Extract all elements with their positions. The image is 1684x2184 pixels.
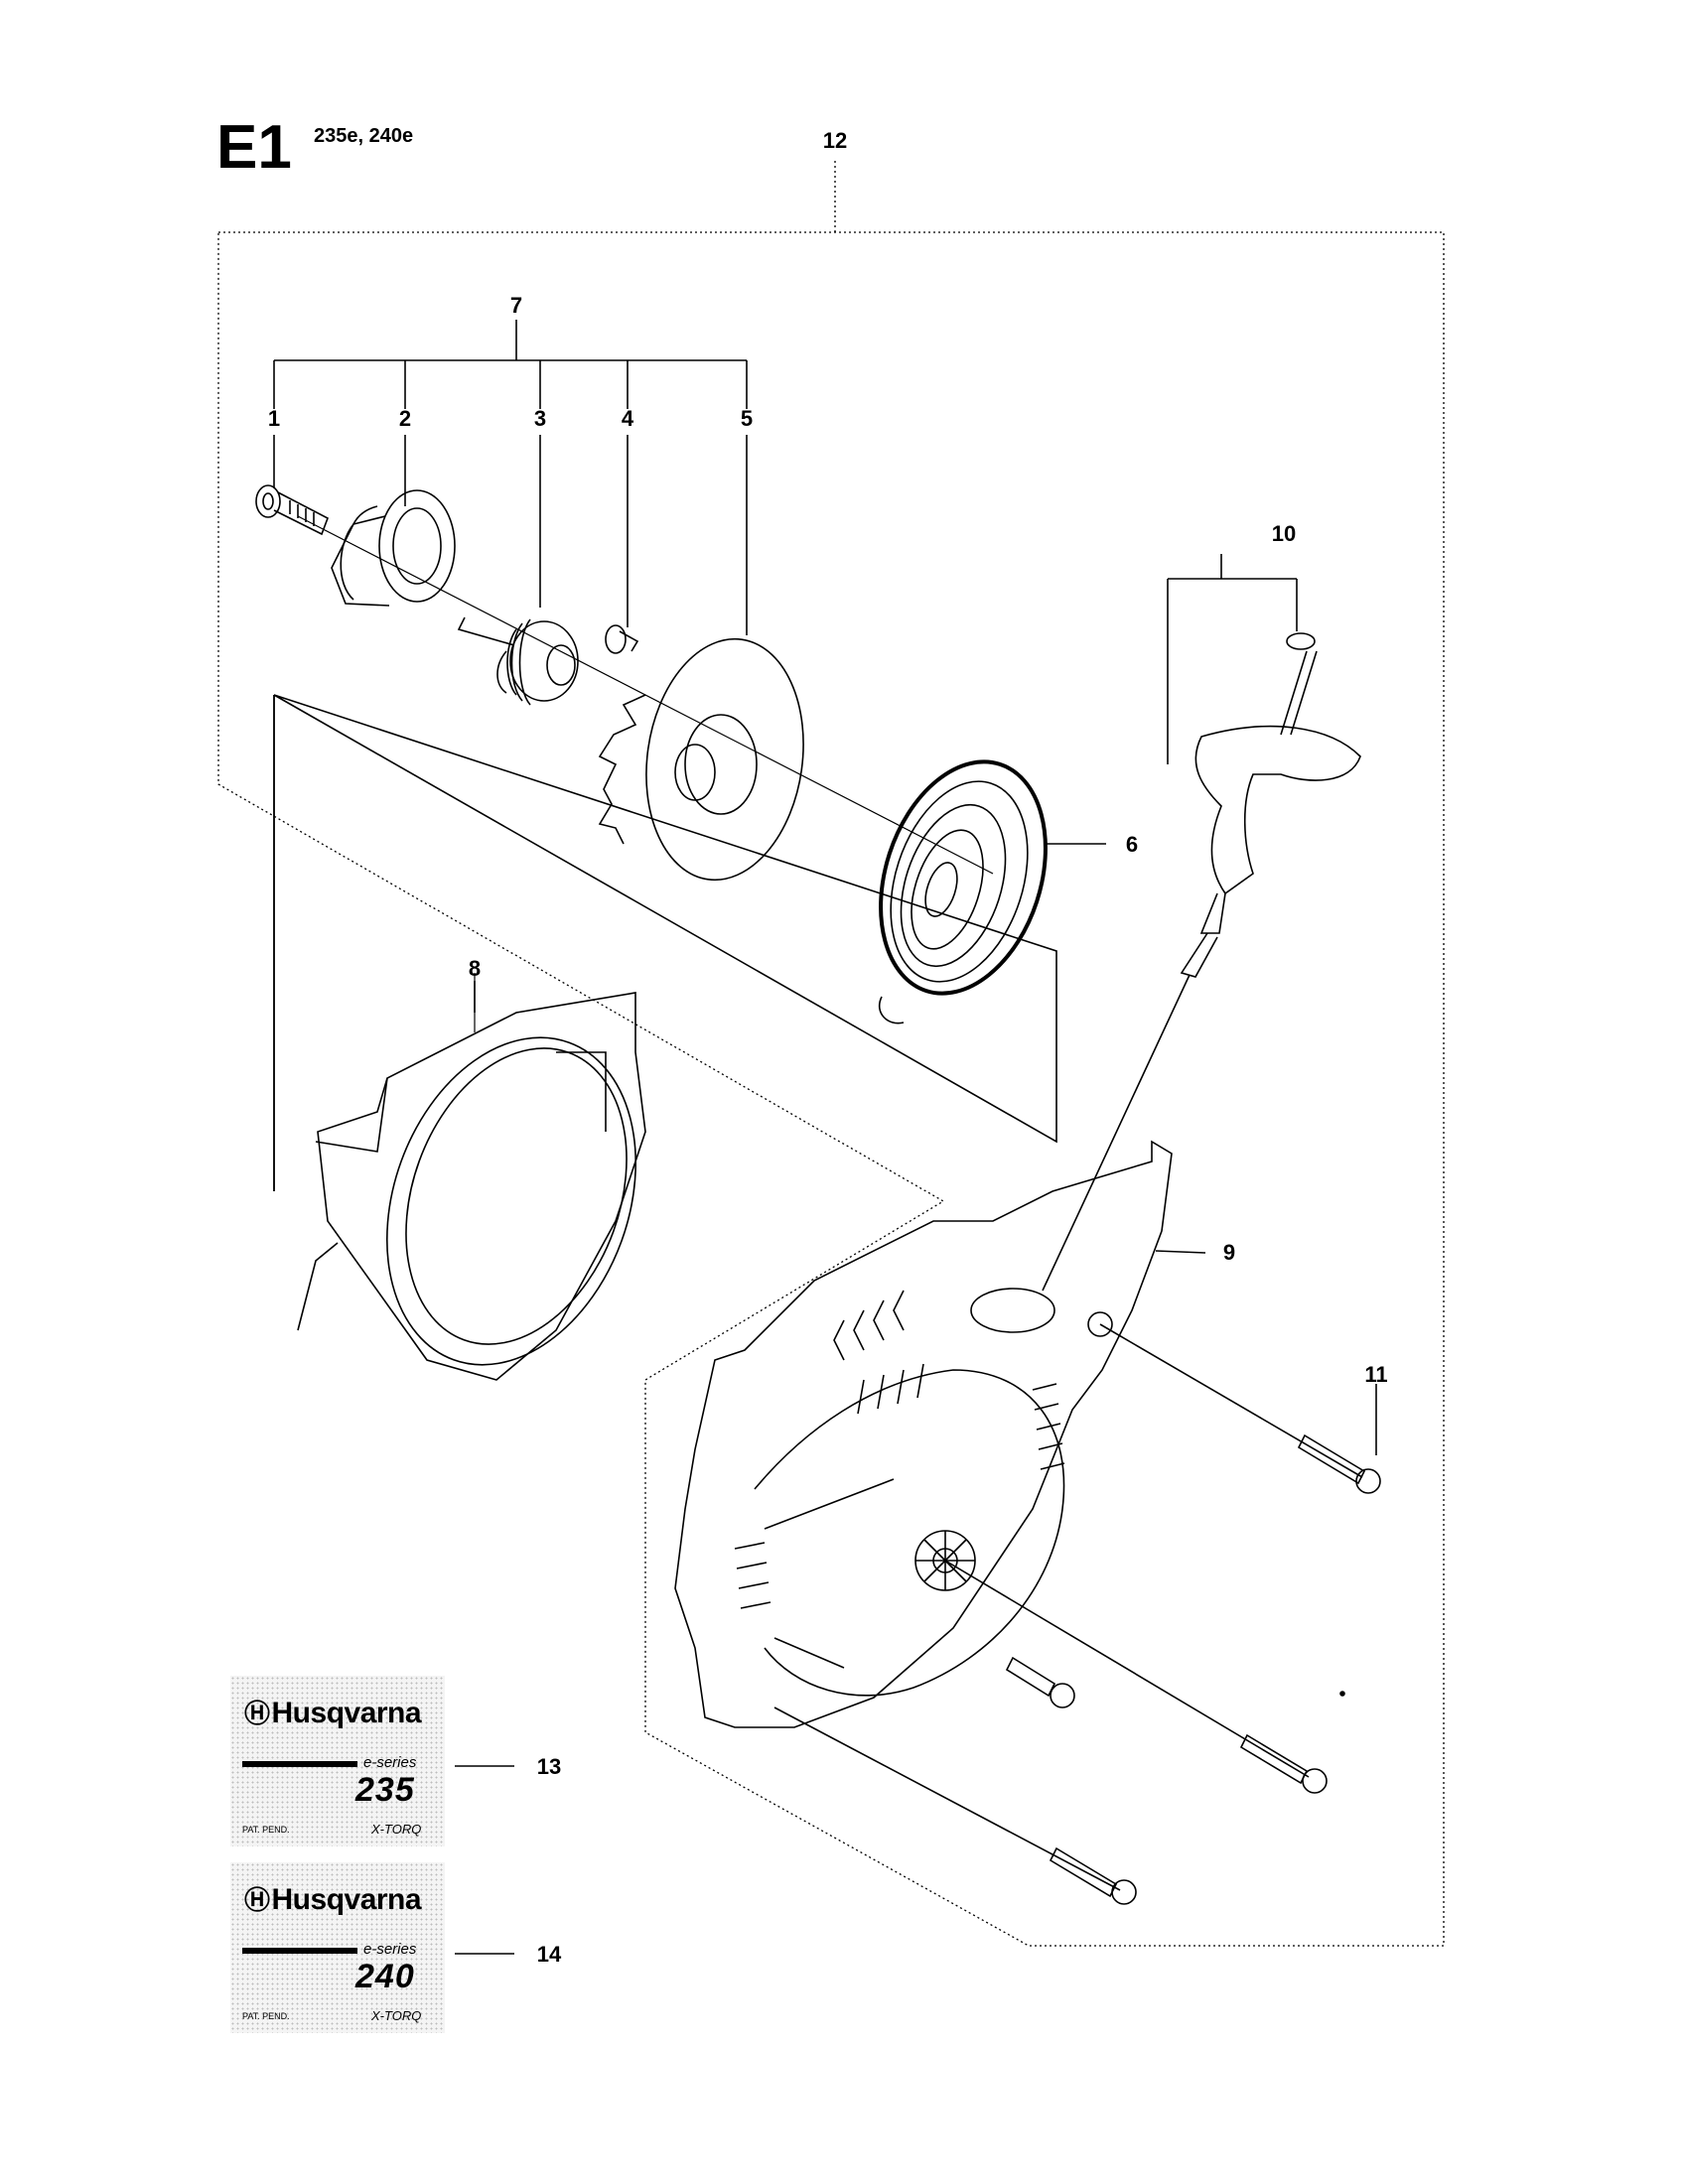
part-6-recoil-spring <box>879 759 1048 1024</box>
callout-4: 4 <box>621 406 634 431</box>
decal-tagline: X-TORQ <box>371 2008 422 2023</box>
decal-model-number: 235 <box>355 1771 415 1809</box>
callout-2: 2 <box>398 406 412 431</box>
callout-13: 13 <box>536 1754 562 1779</box>
decal-stripe <box>242 1948 357 1954</box>
part-1-screw <box>255 484 329 536</box>
callout-12: 12 <box>822 128 848 153</box>
decal-tagline: X-TORQ <box>371 1822 422 1837</box>
part-8-shroud <box>297 973 646 1381</box>
crown-h-icon: Ⓗ <box>244 1885 270 1915</box>
model-list: 235e, 240e <box>314 125 414 147</box>
decal-235: ⒽHusqvarna e-series 235 PAT. PEND. X-TOR… <box>230 1676 445 1846</box>
callout-5: 5 <box>740 406 754 431</box>
callout-9: 9 <box>1222 1240 1236 1265</box>
decal-stripe <box>242 1761 357 1767</box>
part-5-disc <box>598 637 804 882</box>
callout-8: 8 <box>468 956 482 981</box>
section-code: E1 <box>216 113 292 182</box>
callout-3: 3 <box>533 406 547 431</box>
husqvarna-logo: ⒽHusqvarna <box>244 1697 422 1729</box>
part-9-starter-housing <box>674 1140 1173 1728</box>
callout-14: 14 <box>536 1942 562 1967</box>
assembly-12-outline <box>217 231 1445 1947</box>
callout-10: 10 <box>1271 521 1297 546</box>
decal-series: e-series <box>363 1941 417 1958</box>
decal-series: e-series <box>363 1754 417 1771</box>
part-4-washer <box>605 624 639 654</box>
callout-6: 6 <box>1125 832 1139 857</box>
callout-1: 1 <box>267 406 281 431</box>
callout-11: 11 <box>1364 1362 1388 1387</box>
callout-7: 7 <box>509 293 523 318</box>
husqvarna-logo: ⒽHusqvarna <box>244 1883 422 1916</box>
leader-9 <box>1155 1250 1206 1254</box>
part-10-handle <box>1042 554 1361 1292</box>
part-2-pulley <box>331 489 456 607</box>
decal-patent-text: PAT. PEND. <box>242 2011 290 2021</box>
crown-h-icon: Ⓗ <box>244 1699 270 1728</box>
part-3-spring <box>457 616 579 706</box>
decal-model-number: 240 <box>355 1958 415 1995</box>
decal-patent-text: PAT. PEND. <box>242 1825 290 1835</box>
decal-240: ⒽHusqvarna e-series 240 PAT. PEND. X-TOR… <box>230 1862 445 2033</box>
part-11-screws <box>773 1323 1381 1905</box>
spring-housing-plane <box>273 694 1057 1191</box>
